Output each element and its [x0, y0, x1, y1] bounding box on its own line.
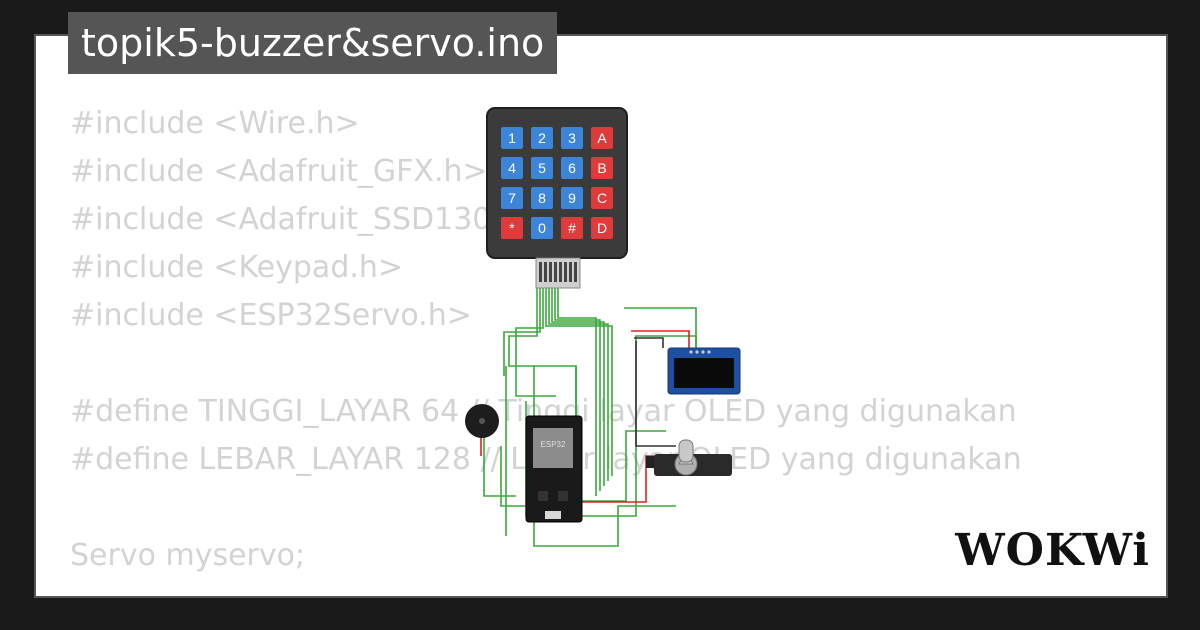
- keypad-key: [501, 157, 523, 179]
- code-line: #include <Wire.h>: [70, 106, 360, 141]
- keypad-key-label: 5: [538, 160, 546, 176]
- keypad-key-label: 2: [538, 130, 546, 146]
- red-wires: [480, 330, 696, 503]
- keypad-key-label: D: [597, 220, 607, 236]
- green-wires: [483, 276, 697, 547]
- keypad-key: [561, 127, 583, 149]
- keypad-key: [531, 127, 553, 149]
- keypad-key-label: *: [509, 220, 515, 236]
- keypad-key: [531, 157, 553, 179]
- keypad-key-label: 8: [538, 190, 546, 206]
- keypad-key-label: C: [597, 190, 607, 206]
- servo-motor: [646, 439, 732, 476]
- keypad-key-label: #: [568, 220, 576, 236]
- preview-card: #include <Wire.h> #include <Adafruit_GFX…: [34, 34, 1168, 598]
- keypad-key: [561, 187, 583, 209]
- oled-display: [667, 347, 741, 395]
- keypad-key: [501, 187, 523, 209]
- code-line: #include <Keypad.h>: [70, 250, 404, 285]
- code-line: #include <Adafruit_GFX.h>: [70, 154, 488, 189]
- keypad-key: [561, 217, 583, 239]
- keypad-key: [501, 127, 523, 149]
- keypad-key-label: 4: [508, 160, 516, 176]
- keypad-key-label: 9: [568, 190, 576, 206]
- sketch-title: topik5-buzzer&servo.ino: [68, 12, 558, 74]
- esp32-board: ESP32: [525, 415, 583, 523]
- keypad-key: [591, 157, 613, 179]
- keypad-key: [591, 217, 613, 239]
- code-line: Servo myservo;: [70, 538, 306, 573]
- wokwi-logo: WOKWi: [955, 525, 1150, 576]
- keypad: 1 2 3 A 4 5 6 B 7 8 9 C * 0 # D: [486, 107, 628, 289]
- keypad-key-label: 7: [508, 190, 516, 206]
- keypad-key-label: 3: [568, 130, 576, 146]
- keypad-key-label: 6: [568, 160, 576, 176]
- dark-wires: [634, 337, 676, 447]
- keypad-key: [561, 157, 583, 179]
- keypad-key-label: 0: [538, 220, 546, 236]
- code-line: #include <ESP32Servo.h>: [70, 298, 472, 333]
- keypad-key: [501, 217, 523, 239]
- keypad-key: [591, 127, 613, 149]
- esp32-label: ESP32: [541, 440, 566, 449]
- keypad-key: [531, 187, 553, 209]
- keypad-key-label: B: [597, 160, 606, 176]
- circuit-diagram: 1 2 3 A 4 5 6 B 7 8 9 C * 0 # D ESP32: [465, 107, 741, 547]
- buzzer: [465, 404, 499, 438]
- keypad-key-label: A: [597, 130, 607, 146]
- keypad-key: [531, 217, 553, 239]
- keypad-key-label: 1: [508, 130, 516, 146]
- keypad-key: [591, 187, 613, 209]
